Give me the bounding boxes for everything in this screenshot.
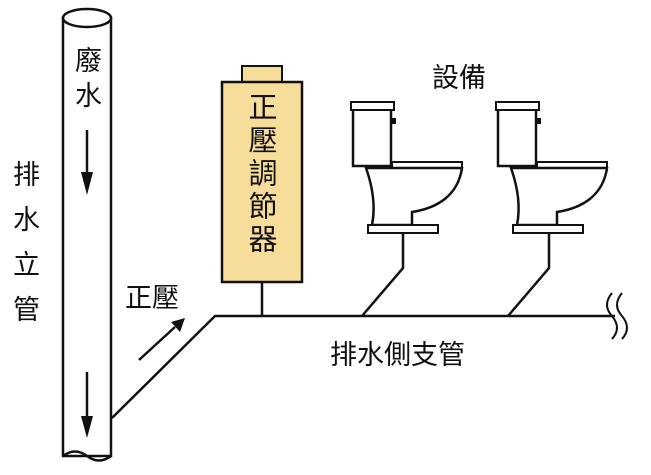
fixtures-label: 設備 [432, 63, 486, 94]
waste-water-label: 廢水 [70, 46, 101, 116]
pressure-arrow [138, 318, 185, 361]
positive-pressure-label: 正壓 [125, 283, 179, 314]
pressure-regulator-label: 正壓調節器 [244, 92, 278, 257]
flow-arrow-upper [81, 130, 93, 195]
toilet-left [350, 101, 464, 317]
pressure-regulator-device [220, 65, 304, 316]
toilet-right [495, 101, 609, 317]
drain-stack-label: 排水立管 [8, 160, 39, 340]
branch-pipe-label: 排水側支管 [330, 340, 465, 371]
flow-arrow-lower [81, 372, 93, 438]
branch-pipe [111, 292, 628, 419]
